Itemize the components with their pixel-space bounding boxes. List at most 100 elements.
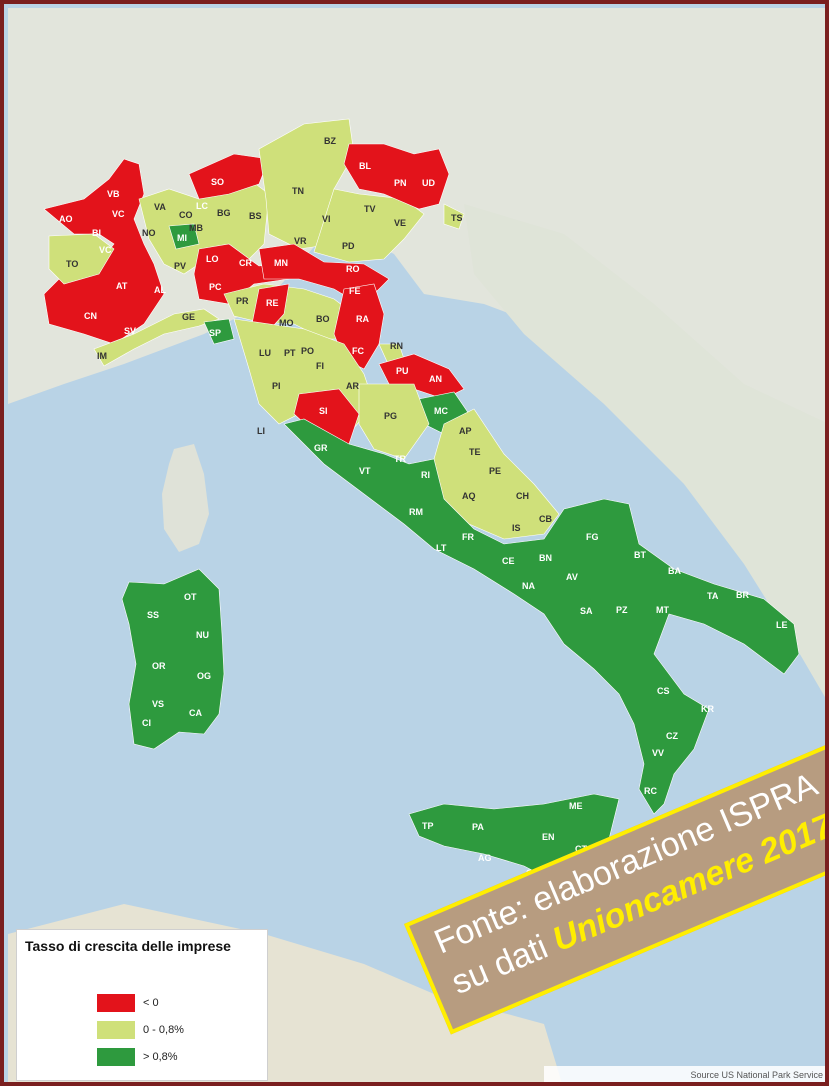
label-av: AV xyxy=(566,572,578,582)
label-fi: FI xyxy=(316,361,324,371)
label-tv: TV xyxy=(364,204,376,214)
region-torino-low xyxy=(48,233,115,285)
label-ot: OT xyxy=(184,592,197,602)
label-at: AT xyxy=(116,281,128,291)
label-pr: PR xyxy=(236,296,249,306)
map-legend: Tasso di crescita delle imprese < 0 0 - … xyxy=(16,929,268,1081)
label-og: OG xyxy=(197,671,211,681)
label-si: SI xyxy=(319,406,328,416)
label-sv: SV xyxy=(124,326,136,336)
label-im: IM xyxy=(97,351,107,361)
label-sp: SP xyxy=(209,328,221,338)
label-cn: CN xyxy=(84,311,97,321)
label-fc: FC xyxy=(352,346,364,356)
label-bn: BN xyxy=(539,553,552,563)
label-ap: AP xyxy=(459,426,472,436)
label-en: EN xyxy=(542,832,555,842)
label-pe: PE xyxy=(489,466,501,476)
label-ve: VE xyxy=(394,218,406,228)
label-ch: CH xyxy=(516,491,529,501)
label-lo: LO xyxy=(206,254,219,264)
label-pg: PG xyxy=(384,411,397,421)
label-re: RE xyxy=(266,298,279,308)
label-bo: BO xyxy=(316,314,330,324)
region-milano-high xyxy=(168,223,200,250)
label-bi: BI xyxy=(92,228,101,238)
label-fg: FG xyxy=(586,532,599,542)
label-bs: BS xyxy=(249,211,262,221)
label-ag: AG xyxy=(478,853,492,863)
label-lt: LT xyxy=(436,543,447,553)
label-gr: GR xyxy=(314,443,328,453)
legend-item-high: > 0,8% xyxy=(97,1046,178,1068)
legend-label-low: 0 - 0,8% xyxy=(143,1024,184,1036)
region-lodi-pc-cr-red xyxy=(193,243,295,305)
label-me: ME xyxy=(569,801,583,811)
label-mn: MN xyxy=(274,258,288,268)
label-br: BR xyxy=(736,590,749,600)
label-pi: PI xyxy=(272,381,281,391)
label-vt: VT xyxy=(359,466,371,476)
label-mb: MB xyxy=(189,223,203,233)
label-tr: TR xyxy=(394,454,406,464)
label-vc2: VC xyxy=(99,245,112,255)
label-bg: BG xyxy=(217,208,231,218)
label-mi: MI xyxy=(177,233,187,243)
land-balkans xyxy=(464,204,825,698)
region-umbria-low xyxy=(358,383,430,460)
label-na: NA xyxy=(522,581,535,591)
region-trieste-low xyxy=(443,203,465,230)
label-aq: AQ xyxy=(462,491,476,501)
label-lc: LC xyxy=(196,201,208,211)
label-ud: UD xyxy=(422,178,435,188)
legend-swatch-green xyxy=(97,1048,135,1066)
label-lu: LU xyxy=(259,348,271,358)
legend-item-low: 0 - 0,8% xyxy=(97,1019,184,1041)
legend-swatch-lightgreen xyxy=(97,1021,135,1039)
label-rn: RN xyxy=(390,341,403,351)
label-ca: CA xyxy=(189,708,202,718)
legend-item-negative: < 0 xyxy=(97,992,159,1014)
source-band: Source US National Park Service xyxy=(544,1066,825,1082)
label-mt: MT xyxy=(656,605,669,615)
label-fe: FE xyxy=(349,286,361,296)
region-veneto-low xyxy=(313,188,425,263)
label-pv: PV xyxy=(174,261,186,271)
province-labels: BZ TN BL PN UD TV VE TS VI VR PD RO MN S… xyxy=(59,136,788,899)
label-so: SO xyxy=(211,177,224,187)
region-reggio-red xyxy=(251,283,290,335)
label-te: TE xyxy=(469,447,481,457)
label-rm: RM xyxy=(409,507,423,517)
label-bt: BT xyxy=(634,550,646,560)
label-li: LI xyxy=(257,426,265,436)
label-pt: PT xyxy=(284,348,296,358)
legend-title: Tasso di crescita delle imprese xyxy=(25,938,231,954)
legend-swatch-red xyxy=(97,994,135,1012)
label-nu: NU xyxy=(196,630,209,640)
label-pd: PD xyxy=(342,241,355,251)
label-le: LE xyxy=(776,620,788,630)
land-north xyxy=(8,8,825,522)
label-cs: CS xyxy=(657,686,670,696)
label-vv: VV xyxy=(652,748,664,758)
label-ao: AO xyxy=(59,214,73,224)
label-pa: PA xyxy=(472,822,484,832)
region-south-high xyxy=(283,418,800,815)
label-rc: RC xyxy=(644,786,657,796)
label-ss: SS xyxy=(147,610,159,620)
label-tn: TN xyxy=(292,186,304,196)
label-bz: BZ xyxy=(324,136,336,146)
label-kr: KR xyxy=(701,704,714,714)
label-cr: CR xyxy=(239,258,252,268)
label-or: OR xyxy=(152,661,166,671)
region-sardegna-high xyxy=(121,568,225,750)
label-ra: RA xyxy=(356,314,369,324)
label-vi: VI xyxy=(322,214,331,224)
region-spezia-high xyxy=(203,318,235,345)
label-is: IS xyxy=(512,523,521,533)
label-cb: CB xyxy=(539,514,552,524)
label-mo: MO xyxy=(279,318,294,328)
label-tp: TP xyxy=(422,821,434,831)
label-ba: BA xyxy=(668,566,681,576)
